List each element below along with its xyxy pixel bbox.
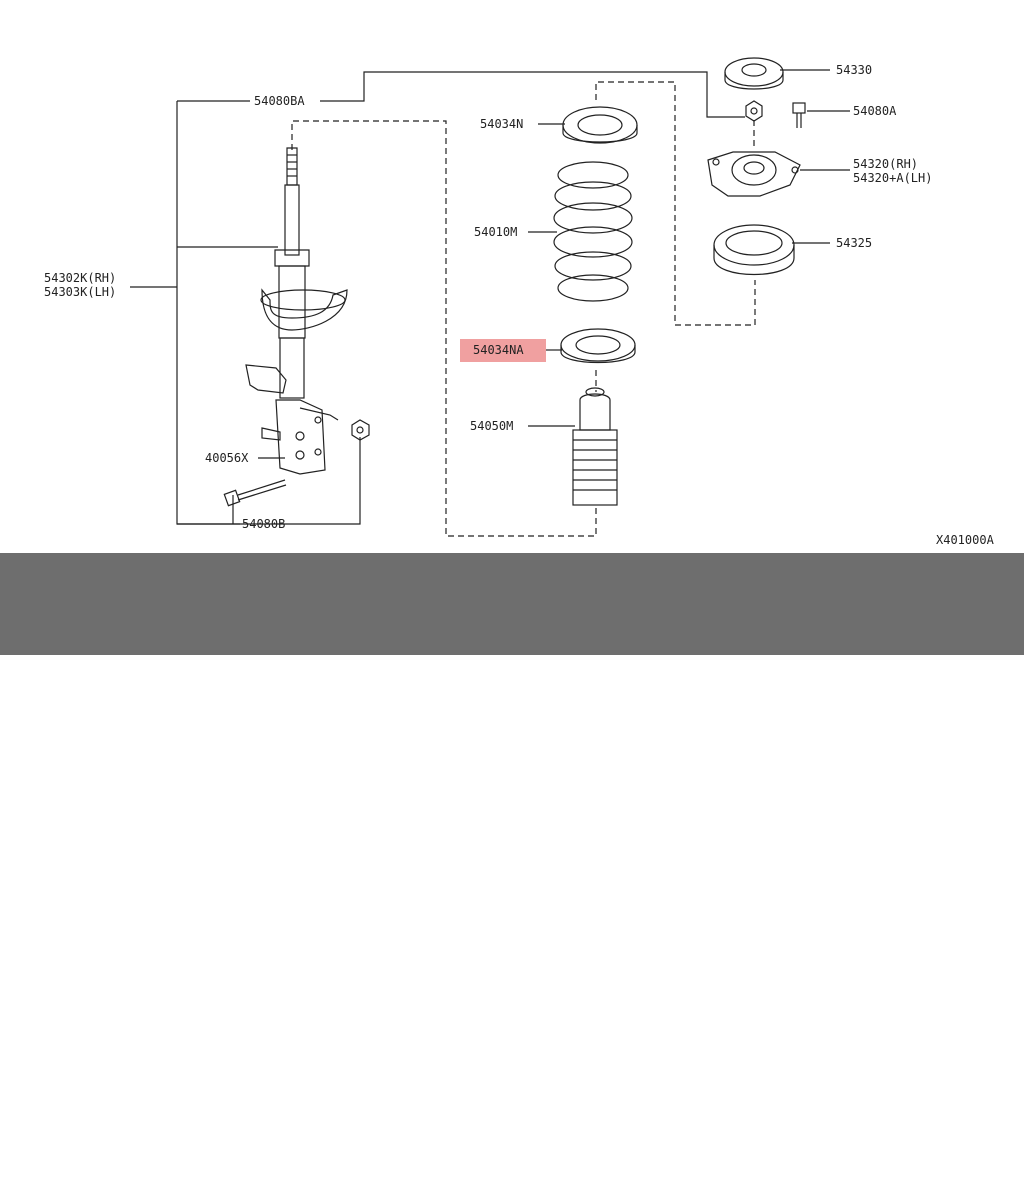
label-40056x: 40056X [205,451,249,465]
label-54302k: 54302K(RH) [44,271,116,285]
label-54034na: 54034NA [473,343,524,357]
upper-spring-seat-icon [562,106,638,144]
label-54320-lh: 54320+A(LH) [853,171,932,185]
lower-spring-seat-icon [560,328,636,364]
caption-text: NISSAN INFINITI - 55018ZN90B N - 54034NA [88,1141,925,1182]
leader-lines [130,69,850,525]
label-54325: 54325 [836,236,872,250]
label-54034n: 54034N [480,117,523,131]
label-54080a: 54080A [853,104,897,118]
label-54080ba: 54080BA [254,94,305,108]
label-54330: 54330 [836,63,872,77]
label-54080b: 54080B [242,517,285,531]
strut-assembly-icon [245,147,348,475]
nut-icon [351,419,370,441]
label-54010m: 54010M [474,225,517,239]
diagram-svg: 54080BA 54302K(RH) 54303K(LH) 40056X 540… [44,57,995,547]
label-54303k: 54303K(LH) [44,285,116,299]
highlight-box [460,339,546,362]
diagram-code: X401000A [936,533,995,547]
mount-bearing-icon [713,224,795,276]
mount-bolt-icon [792,102,806,128]
bump-stop-boot-icon [572,387,618,506]
label-54320-rh: 54320(RH) [853,157,918,171]
label-54050m: 54050M [470,419,513,433]
coil-spring-icon [553,161,633,302]
caption-bar: NISSAN INFINITI - 55018ZN90B N - 54034NA [0,553,1024,1182]
mount-cap-icon [724,57,784,90]
parts-diagram: 54080BA 54302K(RH) 54303K(LH) 40056X 540… [0,0,1024,553]
dashed-lines [291,81,756,537]
mount-nut-icon [745,100,763,122]
bolt-icon [223,479,287,507]
strut-mount-icon [707,151,801,197]
